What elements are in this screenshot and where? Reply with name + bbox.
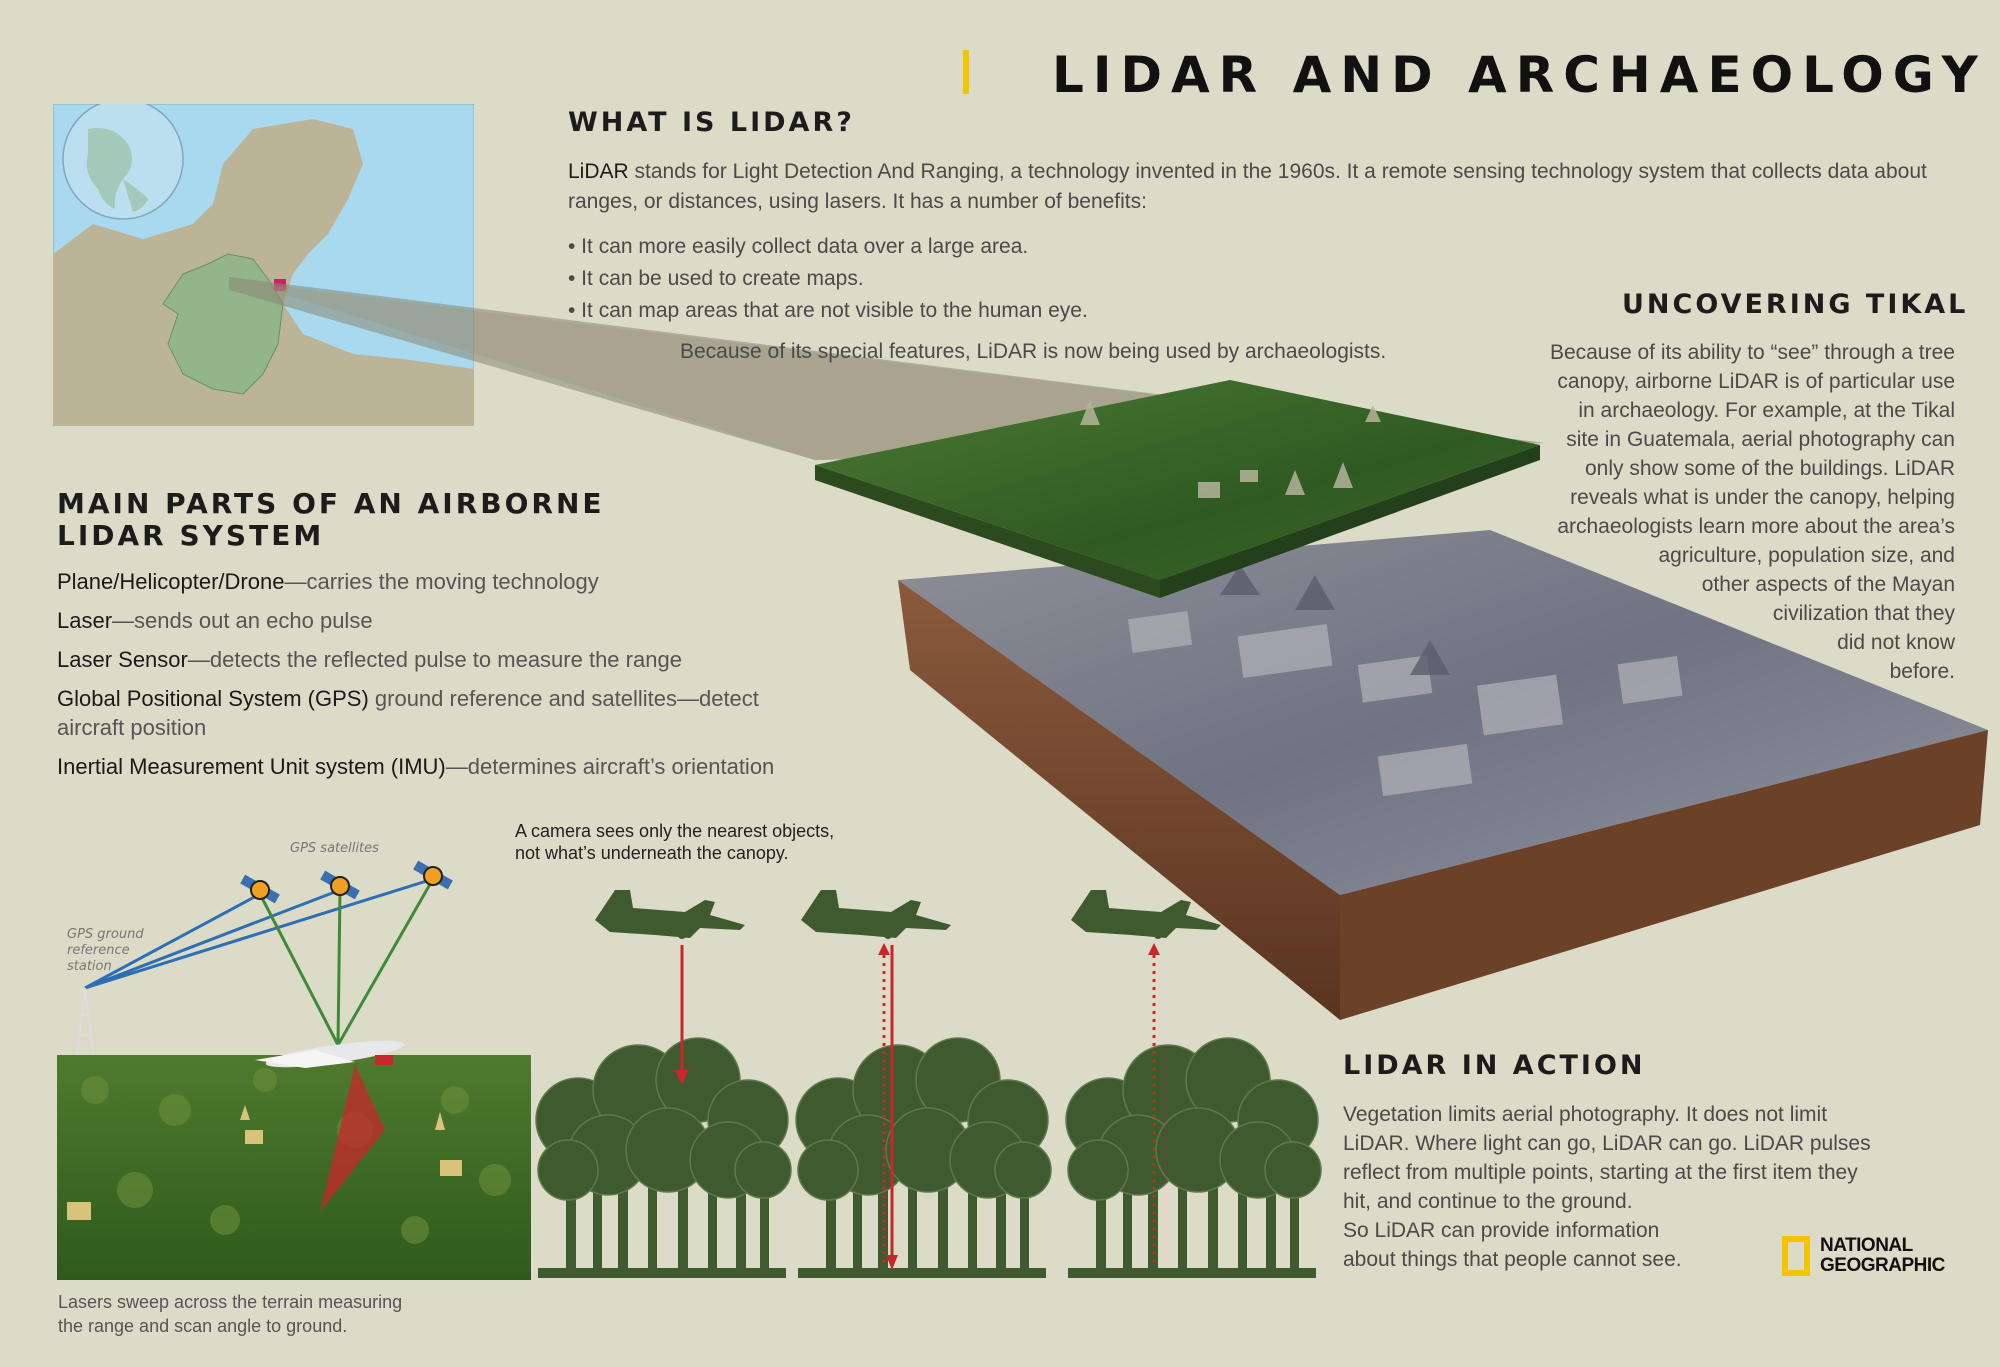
camera-note-line: A camera sees only the nearest objects, <box>515 821 835 841</box>
soil-side-front <box>898 580 1340 1020</box>
tikal-terrain-block <box>815 380 1988 1020</box>
logo-line: GEOGRAPHIC <box>1820 1255 1945 1276</box>
main-parts-list: Plane/Helicopter/Drone—carries the movin… <box>57 567 837 791</box>
camera-note-line: not what’s underneath the canopy. <box>515 843 789 863</box>
tikal-line: Because of its ability to “see” through … <box>1549 341 1955 364</box>
tikal-line: in archaeology. For example, at the Tika… <box>1578 399 1955 422</box>
plane-icon <box>801 890 951 938</box>
tikal-line: other aspects of the Mayan <box>1701 573 1955 596</box>
list-item: • It can be used to create maps. <box>568 267 864 290</box>
gps-caption-line: Lasers sweep across the terrain measurin… <box>58 1292 403 1312</box>
action-line: LiDAR. Where light can go, LiDAR can go.… <box>1343 1132 1871 1155</box>
trees-icon <box>535 1037 792 1279</box>
main-parts-heading-line: MAIN PARTS OF AN AIRBORNE <box>57 487 605 520</box>
action-line: So LiDAR can provide information <box>1343 1219 1660 1242</box>
gps-diagram <box>57 860 531 1280</box>
part-name: Laser <box>57 608 113 633</box>
logo-line: NATIONAL <box>1820 1235 1913 1256</box>
trees-icon <box>795 1037 1052 1279</box>
part-name: Global Positional System (GPS) <box>57 686 369 711</box>
tikal-line: before. <box>1889 660 1955 683</box>
part-desc: —carries the moving technology <box>284 569 599 594</box>
part-item: Global Positional System (GPS) ground re… <box>57 684 817 742</box>
lidar-in-action-text: Vegetation limits aerial photography. It… <box>1343 1100 1963 1274</box>
action-line: about things that people cannot see. <box>1343 1248 1682 1271</box>
archaeologists-note: Because of its special features, LiDAR i… <box>680 340 1387 363</box>
panel-lidar-pulse <box>795 890 1052 1279</box>
locator-map-svg <box>52 98 475 427</box>
ground-station-icon <box>76 987 94 1056</box>
tikal-line: did not know <box>1837 631 1955 654</box>
part-item: Inertial Measurement Unit system (IMU)—d… <box>57 752 837 781</box>
satellite-icon <box>240 874 280 904</box>
gps-station-label-line: reference <box>67 943 130 958</box>
satellite-icon <box>413 860 453 890</box>
laser-sweep <box>320 1065 385 1212</box>
part-item: Laser—sends out an echo pulse <box>57 606 837 635</box>
intro-text: stands for Light Detection And Ranging, … <box>568 160 1927 213</box>
main-parts-heading-line: LIDAR SYSTEM <box>57 519 325 552</box>
gps-caption: Lasers sweep across the terrain measurin… <box>58 1290 402 1338</box>
list-item: • It can more easily collect data over a… <box>568 235 1029 258</box>
part-desc: —sends out an echo pulse <box>112 608 373 633</box>
tikal-line: canopy, airborne LiDAR is of particular … <box>1557 370 1955 393</box>
logo-text: NATIONAL GEOGRAPHIC <box>1820 1236 1945 1276</box>
action-line: hit, and continue to the ground. <box>1343 1190 1633 1213</box>
benefits-list: • It can more easily collect data over a… <box>568 231 1088 327</box>
part-name: Laser Sensor <box>57 647 188 672</box>
part-item: Plane/Helicopter/Drone—carries the movin… <box>57 567 837 596</box>
gps-station-label-line: station <box>67 959 112 974</box>
part-desc: ground reference and satellites—detect a… <box>57 686 759 740</box>
gps-satellites-label: GPS satellites <box>290 841 379 856</box>
what-is-lidar-intro: LiDAR stands for Light Detection And Ran… <box>568 157 1948 217</box>
tikal-line: only show some of the buildings. LiDAR <box>1584 457 1955 480</box>
gps-station-label: GPS ground reference station <box>67 927 144 975</box>
plane-icon <box>595 890 745 938</box>
page-title: LIDAR AND ARCHAEOLOGY <box>1052 46 1987 104</box>
lidar-in-action-heading: LIDAR IN ACTION <box>1343 1050 1646 1081</box>
locator-map <box>52 98 475 427</box>
tikal-line: reveals what is under the canopy, helpin… <box>1570 486 1955 509</box>
part-item: Laser Sensor—detects the reflected pulse… <box>57 645 837 674</box>
yellow-border-icon <box>1782 1236 1810 1276</box>
part-name: Plane/Helicopter/Drone <box>57 569 285 594</box>
lidar-term: LiDAR <box>568 160 629 183</box>
trees-icon <box>1065 1037 1322 1279</box>
panel-lidar-return <box>1065 890 1322 1279</box>
national-geographic-logo: NATIONAL GEOGRAPHIC <box>1782 1236 1945 1276</box>
tikal-line: agriculture, population size, and <box>1658 544 1955 567</box>
lidar-panels <box>535 890 1322 1279</box>
list-item: • It can map areas that are not visible … <box>568 299 1088 322</box>
action-line: Vegetation limits aerial photography. It… <box>1343 1103 1828 1126</box>
part-desc: —detects the reflected pulse to measure … <box>187 647 682 672</box>
tikal-text: Because of its ability to “see” through … <box>1450 338 1955 686</box>
tikal-line: archaeologists learn more about the area… <box>1557 515 1955 538</box>
uncovering-tikal-heading: UNCOVERING TIKAL <box>1622 289 1969 320</box>
gps-caption-line: the range and scan angle to ground. <box>58 1316 348 1336</box>
plane-icon <box>1071 890 1221 938</box>
panel-camera <box>535 890 792 1279</box>
action-line: reflect from multiple points, starting a… <box>1343 1161 1858 1184</box>
part-name: Inertial Measurement Unit system (IMU) <box>57 754 446 779</box>
camera-note: A camera sees only the nearest objects, … <box>515 820 834 864</box>
what-is-lidar-heading: WHAT IS LIDAR? <box>568 107 855 138</box>
part-desc: —determines aircraft’s orientation <box>445 754 775 779</box>
gps-station-label-line: GPS ground <box>67 927 144 942</box>
main-parts-heading: MAIN PARTS OF AN AIRBORNE LIDAR SYSTEM <box>57 488 605 552</box>
tikal-line: civilization that they <box>1772 602 1955 625</box>
title-accent-bar <box>963 50 969 94</box>
tikal-line: site in Guatemala, aerial photography ca… <box>1566 428 1955 451</box>
canopy-layer <box>815 380 1540 580</box>
soil-side-right <box>1340 730 1988 1020</box>
plane-icon <box>255 1040 405 1068</box>
satellite-icon <box>320 870 360 900</box>
